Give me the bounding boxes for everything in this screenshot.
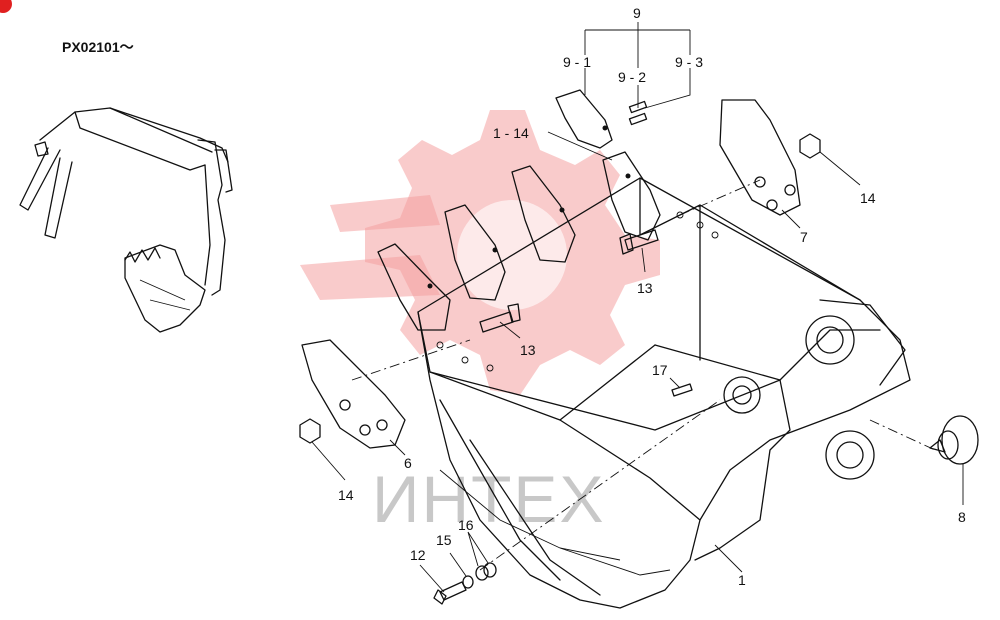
nut-14-top <box>799 133 821 159</box>
bolt-12 <box>433 581 467 605</box>
bolt-13-upper <box>619 229 659 255</box>
callout-9-3: 9 - 3 <box>675 54 703 70</box>
callout-bracket-9 <box>584 22 691 109</box>
callout-12: 12 <box>410 547 426 563</box>
bolt-13-lower <box>479 303 521 333</box>
watermark-text: ИНТЕХ <box>372 462 605 536</box>
bucket-teeth <box>377 89 661 331</box>
callout-14-top: 14 <box>860 190 876 206</box>
serial-number-label: PX02101～ <box>62 39 134 55</box>
nut-14-left <box>299 418 321 444</box>
callout-9-1: 9 - 1 <box>563 54 591 70</box>
callout-9-2: 9 - 2 <box>618 69 646 85</box>
washer-15 <box>462 575 474 589</box>
bucket-body <box>417 177 911 609</box>
callout-15: 15 <box>436 532 452 548</box>
callout-9: 9 <box>633 5 641 21</box>
assembly-lines <box>351 179 936 571</box>
callout-8: 8 <box>958 509 966 525</box>
excavator-arm-overview <box>19 107 233 333</box>
pin-17 <box>671 383 693 397</box>
tooth-pins <box>628 100 648 126</box>
callout-16: 16 <box>458 517 474 533</box>
callout-17: 17 <box>652 362 668 378</box>
washers-16 <box>475 562 497 581</box>
callout-1-14: 1 - 14 <box>493 125 529 141</box>
callout-1: 1 <box>738 572 746 588</box>
callout-7: 7 <box>800 229 808 245</box>
callout-14-left: 14 <box>338 487 354 503</box>
side-cutter-plate-7 <box>719 99 801 216</box>
leader-lines <box>311 131 964 593</box>
corner-mark-icon <box>0 0 12 13</box>
callout-13-upper: 13 <box>637 280 653 296</box>
watermark-logo <box>300 110 660 395</box>
side-cutter-plate-6 <box>301 339 406 449</box>
callout-6: 6 <box>404 455 412 471</box>
callout-13-lower: 13 <box>520 342 536 358</box>
end-cap-8 <box>929 415 979 465</box>
